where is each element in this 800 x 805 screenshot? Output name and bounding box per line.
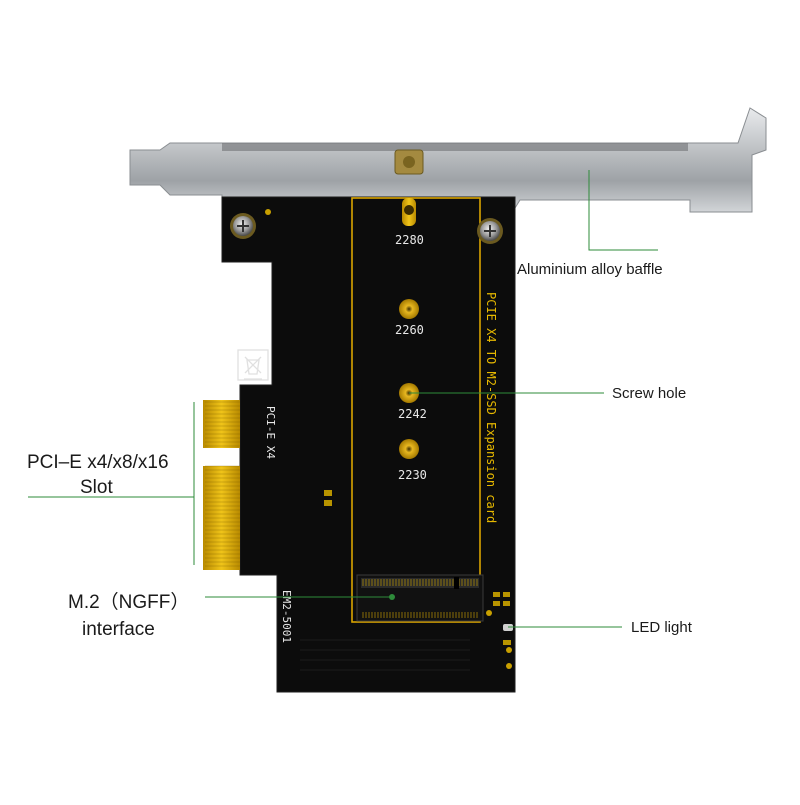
weee-bin-icon [237,349,269,381]
aluminium-bracket [129,107,767,213]
size-label-2230: 2230 [398,468,427,482]
callout-lines [28,170,658,628]
baffle-callout-line [588,170,658,251]
board-edge-label: PCI-E X4 [264,406,277,459]
pcb-traces [300,639,470,671]
m2-callout-label-2: interface [82,619,155,640]
screw-left-icon [230,213,256,239]
mount-hole-2230 [399,439,419,459]
slot-callout-line [28,402,195,565]
mount-hole-2260 [399,299,419,319]
m2-connector [356,574,484,622]
gold-finger-connector [203,400,240,570]
led-callout-label: LED light [631,619,692,636]
size-label-2260: 2260 [395,323,424,337]
m2-callout-label-1: M.2（NGFF） [68,592,190,613]
ssd-slot-area [351,197,481,623]
smd-led-group [493,592,513,645]
baffle-callout-label: Aluminium alloy baffle [517,261,663,278]
mount-hole-2280 [402,198,416,226]
board-model-label: EM2-5001 [280,590,293,643]
pcb-board [221,196,516,693]
size-label-2280: 2280 [395,233,424,247]
board-side-title: PCIE X4 TO M2-SSD Expansion card [484,292,498,523]
slot-callout-label-2: Slot [80,477,113,498]
size-label-2242: 2242 [398,407,427,421]
slot-callout-label-1: PCI–E x4/x8/x16 [27,452,169,473]
screw-right-icon [477,218,503,244]
smd-capacitor [324,490,332,506]
screw-hole-callout-label: Screw hole [612,385,687,402]
